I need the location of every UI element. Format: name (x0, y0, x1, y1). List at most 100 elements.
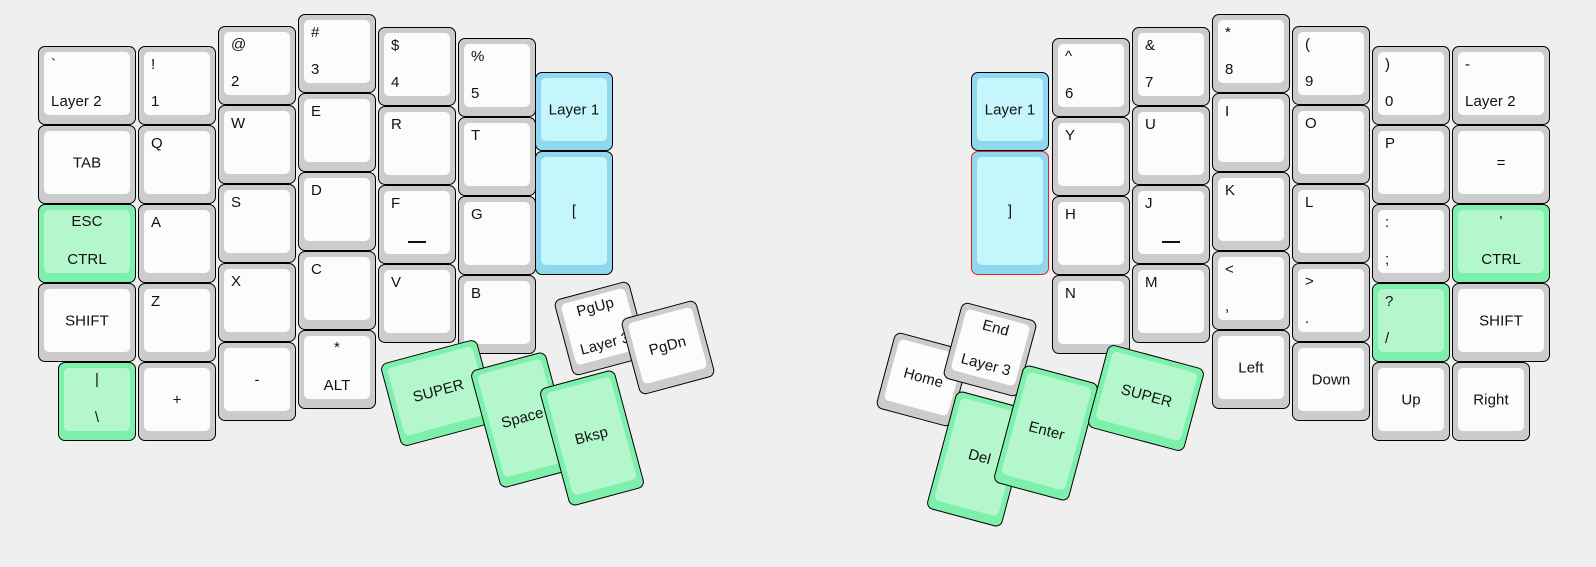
key-legend-main: D (311, 182, 322, 199)
key-l-lbracket[interactable]: [ (535, 151, 613, 275)
key-r-h[interactable]: H (1052, 196, 1130, 275)
key-l-5[interactable]: %5 (458, 38, 536, 117)
key-legend-main: SUPER (411, 376, 466, 407)
key-r-right[interactable]: Right (1452, 362, 1530, 441)
key-r-6[interactable]: ^6 (1052, 38, 1130, 117)
key-legend-main: Q (151, 135, 163, 152)
keycap-surface: %5 (464, 44, 530, 107)
key-r-layer2[interactable]: -Layer 2 (1452, 46, 1550, 125)
key-r-9[interactable]: (9 (1292, 26, 1370, 105)
key-l-a[interactable]: A (138, 204, 216, 283)
key-r-ctrl[interactable]: 'CTRL (1452, 204, 1550, 283)
key-l-v[interactable]: V (378, 264, 456, 343)
key-l-r[interactable]: R (378, 106, 456, 185)
key-l-d[interactable]: D (298, 172, 376, 251)
key-l-layer2[interactable]: `Layer 2 (38, 46, 136, 125)
keycap-surface: 'CTRL (1458, 210, 1544, 273)
key-r-slash[interactable]: ?/ (1372, 283, 1450, 362)
key-legend-main: Down (1311, 371, 1351, 388)
key-legend-top: # (311, 24, 320, 41)
key-r-o[interactable]: O (1292, 105, 1370, 184)
key-legend-top: & (1145, 37, 1156, 54)
key-l-c[interactable]: C (298, 251, 376, 330)
keycap-surface: &7 (1138, 33, 1204, 96)
keycap-surface: L (1298, 190, 1364, 253)
key-legend-main: I (1225, 103, 1230, 120)
key-r-period[interactable]: >. (1292, 263, 1370, 342)
key-l-bksp[interactable]: Bksp (538, 368, 646, 508)
key-r-p[interactable]: P (1372, 125, 1450, 204)
key-legend-top: ESC (71, 213, 103, 230)
key-r-equals[interactable]: = (1452, 125, 1550, 204)
key-legend-main: A (151, 214, 162, 231)
key-legend-top: ) (1385, 56, 1391, 73)
key-r-down[interactable]: Down (1292, 342, 1370, 421)
key-r-u[interactable]: U (1132, 106, 1210, 185)
key-legend-main: ; (1385, 251, 1390, 268)
keycap-surface: + (144, 368, 210, 431)
key-r-8[interactable]: *8 (1212, 14, 1290, 93)
key-legend-main: SHIFT (1479, 312, 1523, 329)
key-r-left[interactable]: Left (1212, 330, 1290, 409)
key-legend-main: 1 (151, 93, 160, 110)
key-l-3[interactable]: #3 (298, 14, 376, 93)
key-l-shift[interactable]: SHIFT (38, 283, 136, 362)
key-l-x[interactable]: X (218, 263, 296, 342)
key-r-rbracket[interactable]: ] (971, 151, 1049, 275)
keycap-surface: !1 (144, 52, 210, 115)
key-l-plus[interactable]: + (138, 362, 216, 441)
key-legend-main: Z (151, 293, 161, 310)
key-legend-top: ^ (1065, 48, 1073, 65)
key-legend-main: Bksp (572, 423, 610, 449)
key-r-m[interactable]: M (1132, 264, 1210, 343)
key-l-w[interactable]: W (218, 105, 296, 184)
key-legend-main: Layer 2 (51, 93, 102, 110)
keycap-surface: U (1138, 112, 1204, 175)
keycap-surface: #3 (304, 20, 370, 83)
key-l-minus[interactable]: - (218, 342, 296, 421)
key-l-f[interactable]: F (378, 185, 456, 264)
key-l-2[interactable]: @2 (218, 26, 296, 105)
key-r-i[interactable]: I (1212, 93, 1290, 172)
key-l-z[interactable]: Z (138, 283, 216, 362)
key-r-l[interactable]: L (1292, 184, 1370, 263)
key-l-t[interactable]: T (458, 117, 536, 196)
keycap-surface: N (1058, 281, 1124, 344)
keycap-surface: ?/ (1378, 289, 1444, 352)
key-l-tab[interactable]: TAB (38, 125, 136, 204)
key-r-super[interactable]: SUPER (1086, 343, 1206, 453)
key-r-0[interactable]: )0 (1372, 46, 1450, 125)
keycap-surface: X (224, 269, 290, 332)
key-r-up[interactable]: Up (1372, 362, 1450, 441)
keycap-surface: Z (144, 289, 210, 352)
key-l-alt[interactable]: *ALT (298, 330, 376, 409)
key-r-layer1[interactable]: Layer 1 (971, 72, 1049, 151)
keycap-surface: Right (1458, 368, 1524, 431)
keycap-surface: SHIFT (1458, 289, 1544, 352)
key-r-comma[interactable]: <, (1212, 251, 1290, 330)
key-r-k[interactable]: K (1212, 172, 1290, 251)
keycap-surface: <, (1218, 257, 1284, 320)
key-r-semicolon[interactable]: :; (1372, 204, 1450, 283)
key-r-shift[interactable]: SHIFT (1452, 283, 1550, 362)
key-l-q[interactable]: Q (138, 125, 216, 204)
key-l-g[interactable]: G (458, 196, 536, 275)
key-l-layer1[interactable]: Layer 1 (535, 72, 613, 151)
key-r-j[interactable]: J (1132, 185, 1210, 264)
key-legend-top: ' (1499, 213, 1503, 230)
key-r-7[interactable]: &7 (1132, 27, 1210, 106)
key-l-s[interactable]: S (218, 184, 296, 263)
keycap-surface: C (304, 257, 370, 320)
key-legend-main: 8 (1225, 61, 1234, 78)
keycap-surface: G (464, 202, 530, 265)
key-legend-top: ( (1305, 36, 1311, 53)
keycap-surface: Layer 1 (541, 78, 607, 141)
key-l-4[interactable]: $4 (378, 27, 456, 106)
keycap-surface: Y (1058, 123, 1124, 186)
key-r-n[interactable]: N (1052, 275, 1130, 354)
key-l-pipe[interactable]: |\ (58, 362, 136, 441)
key-l-e[interactable]: E (298, 93, 376, 172)
key-l-1[interactable]: !1 (138, 46, 216, 125)
key-r-y[interactable]: Y (1052, 117, 1130, 196)
